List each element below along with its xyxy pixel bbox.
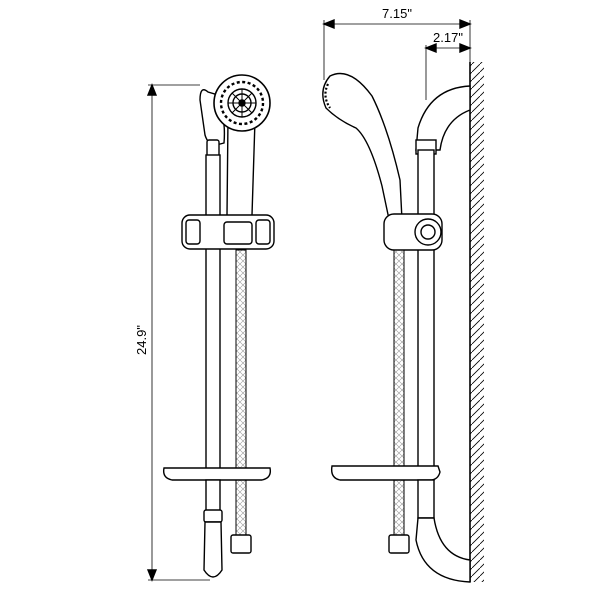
offset-dimension (424, 42, 472, 100)
braided-hose (235, 249, 247, 536)
offset-label: 2.17" (433, 30, 463, 45)
slide-bar (205, 154, 221, 481)
side-braided-hose (393, 249, 405, 536)
side-view (322, 18, 484, 583)
height-label: 24.9" (134, 325, 149, 355)
slider-bracket (181, 214, 275, 250)
depth-dimension (322, 18, 472, 80)
depth-label: 7.15" (382, 6, 412, 21)
front-view (146, 74, 275, 582)
side-bottom-collar (417, 479, 435, 519)
side-hose-nut (388, 534, 410, 554)
side-slider-bracket (383, 213, 443, 251)
hose-nut (230, 534, 252, 554)
bottom-wall-bracket (203, 521, 223, 578)
soap-dish (162, 467, 272, 481)
side-soap-dish (330, 465, 441, 481)
handshower-spray-face (213, 74, 271, 132)
side-spray-face (324, 83, 331, 109)
lower-ring (203, 509, 223, 523)
side-handshower (322, 72, 403, 225)
side-slide-bar (417, 149, 435, 481)
side-bottom-bracket (415, 517, 471, 583)
height-dimension (146, 83, 210, 582)
wall-hatching (470, 62, 484, 582)
